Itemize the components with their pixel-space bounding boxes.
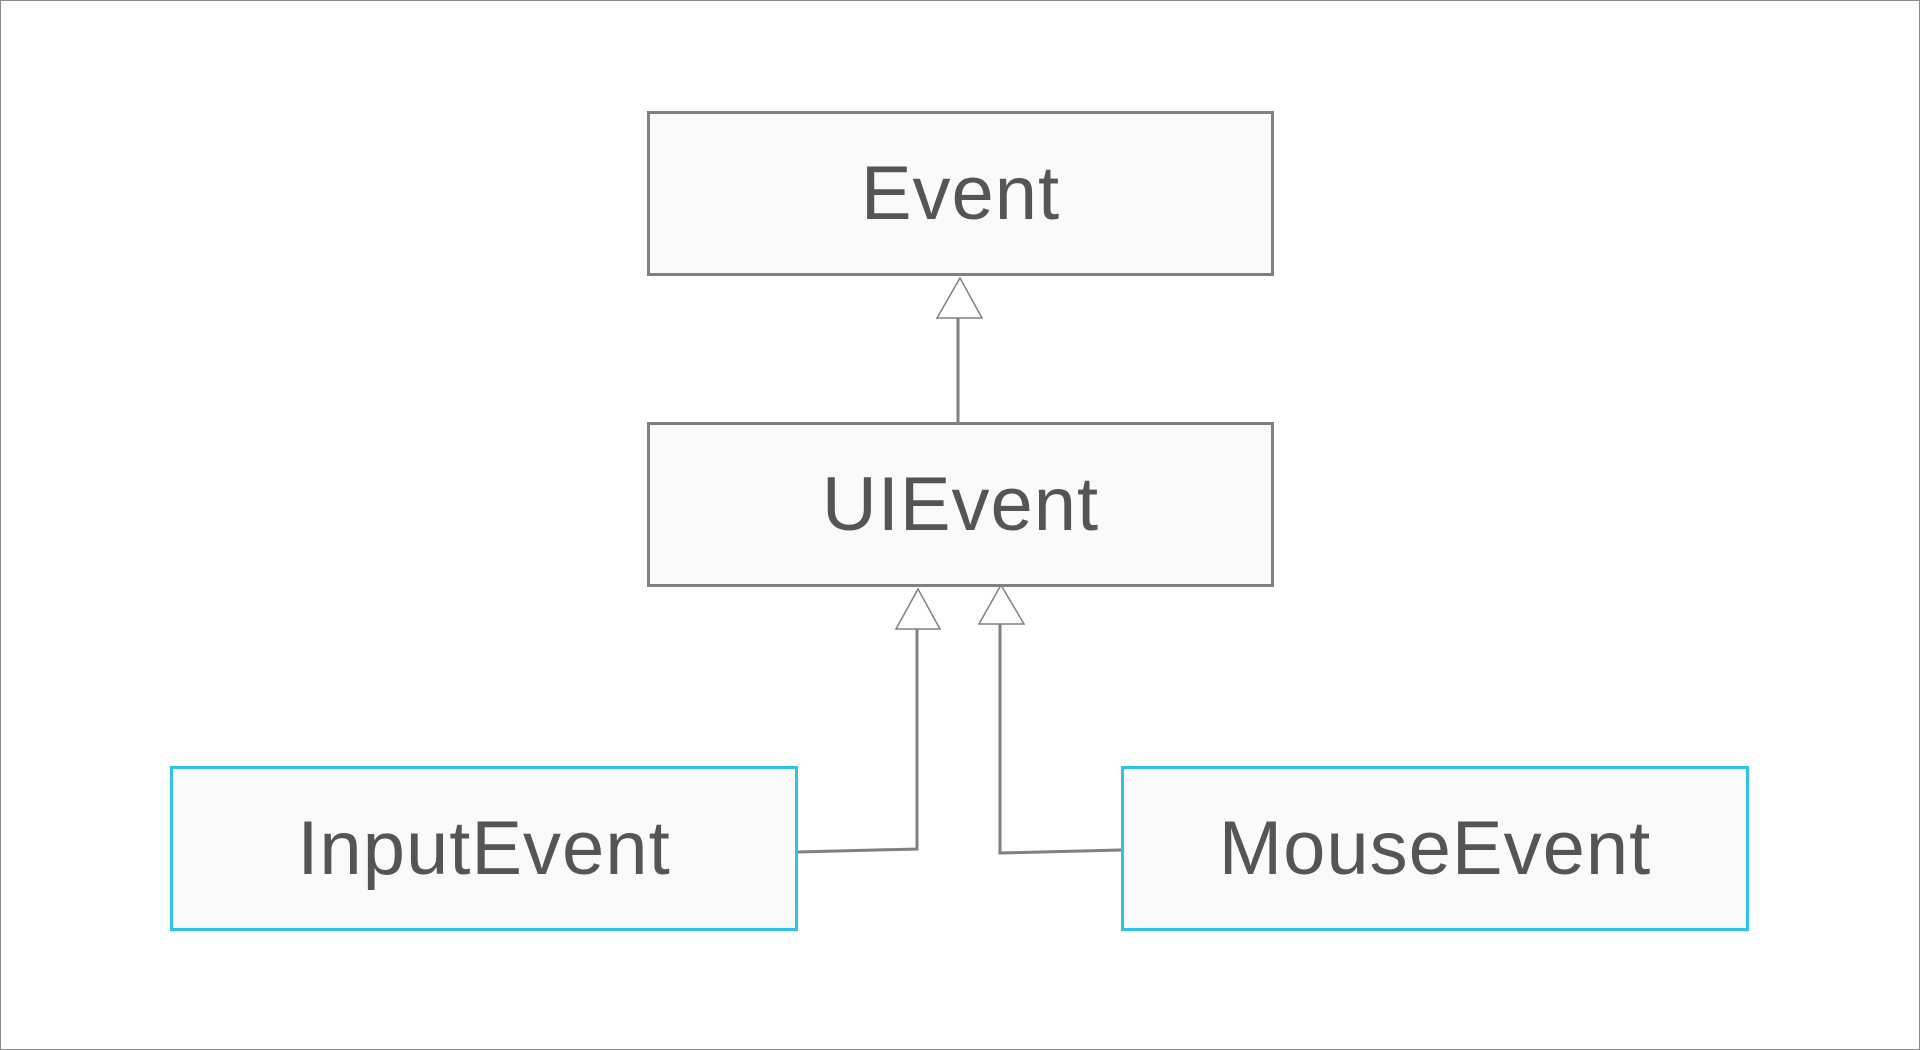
class-node-event: Event	[647, 111, 1274, 276]
class-node-label: InputEvent	[297, 806, 671, 891]
class-node-label: UIEvent	[821, 462, 1100, 547]
class-node-uievent: UIEvent	[647, 422, 1274, 587]
class-node-label: Event	[860, 151, 1061, 236]
class-node-inputevent: InputEvent	[170, 766, 798, 931]
class-node-mouseevent: MouseEvent	[1121, 766, 1749, 931]
class-node-label: MouseEvent	[1218, 806, 1652, 891]
